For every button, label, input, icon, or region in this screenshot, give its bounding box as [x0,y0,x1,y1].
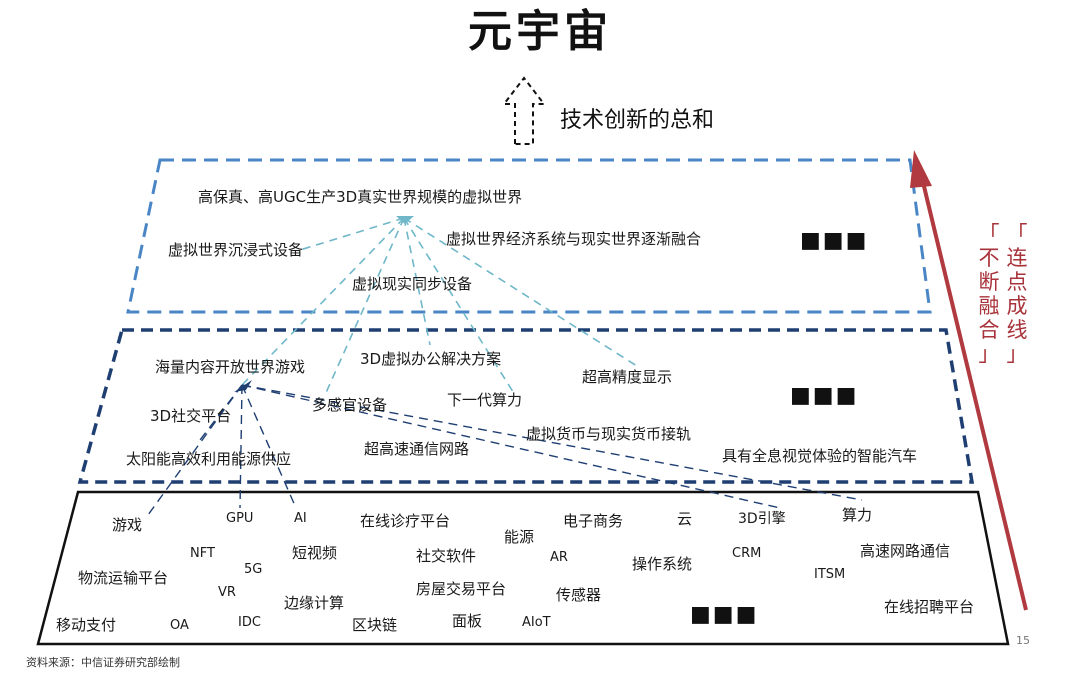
bottom-item: VR [218,585,236,600]
top-hub-connectors [241,217,641,396]
bottom-item: GPU [226,511,254,526]
bottom-item: CRM [732,546,762,561]
middle-layer-ellipsis: ■■■ [790,383,859,408]
bottom-item: 面板 [452,612,483,630]
side-label-connect-dots: 「连点成线」 [1006,222,1028,366]
bottom-item: 5G [244,562,263,577]
middle-item-hd-display: 超高精度显示 [582,368,673,386]
bottom-item: ITSM [814,567,846,582]
middle-item-ultra-fast-network: 超高速通信网路 [364,440,470,458]
bottom-item: OA [170,618,189,633]
middle-item-next-gen-compute: 下一代算力 [447,391,523,409]
red-up-arrow-shaft [920,177,1028,611]
bottom-item: 操作系统 [632,555,693,573]
top-item-economic-system: 虚拟世界经济系统与现实世界逐渐融合 [446,230,702,248]
top-layer-ellipsis: ■■■ [800,228,869,253]
bottom-item: 算力 [842,506,873,524]
bottom-item: 在线诊疗平台 [360,512,451,530]
top-hub-marker [396,216,414,224]
bottom-item: 3D引擎 [738,511,786,527]
bottom-item: AR [550,550,568,565]
middle-item-currency-link: 虚拟货币与现实货币接轨 [526,425,692,443]
bottom-item: 移动支付 [56,616,117,634]
bottom-item: NFT [190,546,215,561]
page-number: 15 [1016,634,1030,647]
bottom-item: 能源 [504,528,535,546]
bottom-item: 物流运输平台 [78,569,169,587]
subtitle: 技术创新的总和 [560,108,715,133]
side-label-continuous-fusion: 「不断融合」 [978,222,1000,366]
middle-hub-marker [234,380,252,392]
bottom-item: 房屋交易平台 [416,580,507,598]
middle-item-3d-social: 3D社交平台 [150,407,232,425]
bottom-item: AIoT [522,615,551,630]
bottom-item: 在线招聘平台 [884,598,975,616]
source-note: 资料来源：中信证券研究部绘制 [26,656,180,669]
top-item-sync-device: 虚拟现实同步设备 [352,275,473,293]
bottom-item: 云 [677,510,693,528]
middle-item-solar-energy: 太阳能高效利用能源供应 [126,450,292,468]
bottom-layer-ellipsis: ■■■ [690,602,759,627]
bottom-item: 区块链 [352,616,398,634]
middle-layer-frame [77,328,975,484]
bottom-item: 短视频 [292,544,338,562]
red-up-arrow-head [910,150,932,188]
bottom-item: IDC [238,615,261,630]
middle-item-open-world-games: 海量内容开放世界游戏 [155,358,306,376]
middle-item-smart-car: 具有全息视觉体验的智能汽车 [722,447,918,465]
bottom-item: AI [294,511,307,526]
bottom-item: 边缘计算 [284,594,345,612]
middle-hub-connectors [147,384,863,516]
page-title: 元宇宙 [468,6,612,57]
middle-item-3d-office: 3D虚拟办公解决方案 [360,350,502,368]
bottom-layer-frame [36,490,1010,646]
bottom-item: 电子商务 [563,512,624,530]
bottom-item: 游戏 [112,516,143,534]
top-item-immersive-device: 虚拟世界沉浸式设备 [168,241,304,259]
bottom-item: 社交软件 [416,547,477,565]
middle-item-multi-sensory: 多感官设备 [312,396,388,414]
bottom-item: 高速网路通信 [860,542,951,560]
top-item-virtual-world: 高保真、高UGC生产3D真实世界规模的虚拟世界 [198,188,523,206]
top-layer-frame [126,158,932,314]
bottom-item: 传感器 [556,586,602,604]
dashed-up-arrow-icon [501,76,547,145]
